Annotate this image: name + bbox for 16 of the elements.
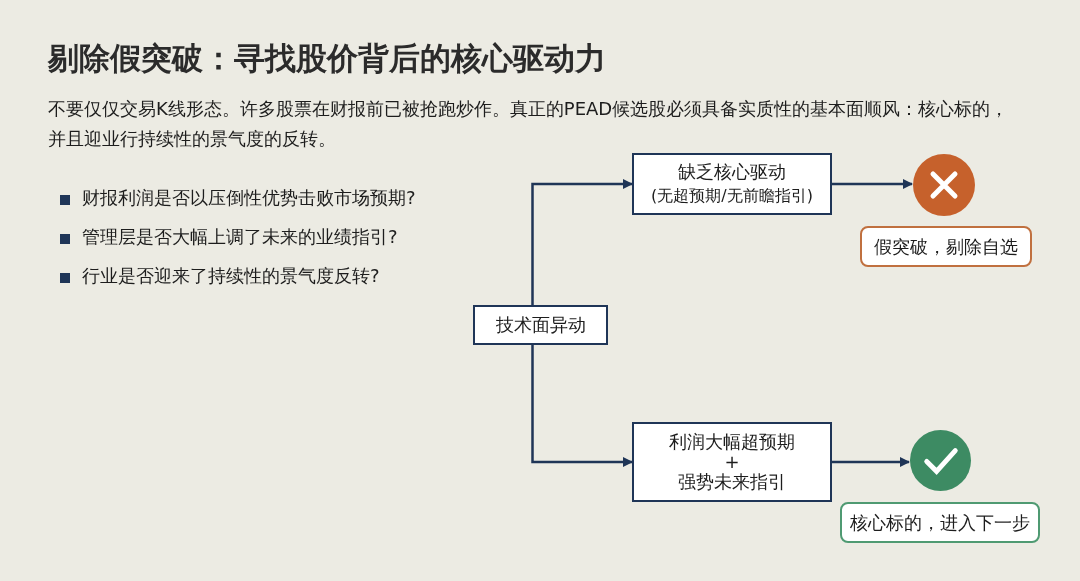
cross-icon [912, 153, 976, 217]
result-tag: 假突破，剔除自选 [860, 226, 1032, 267]
bullet-text: 管理层是否大幅上调了未来的业绩指引? [82, 225, 398, 249]
result-tag: 核心标的，进入下一步 [840, 502, 1040, 543]
arrow [832, 457, 910, 467]
arrow [531, 345, 633, 467]
arrow [531, 179, 633, 305]
intro-paragraph: 不要仅仅交易K线形态。许多股票在财报前已被抢跑炒作。真正的PEAD候选股必须具备实质性的基本面顺风：核心标的，并且迎业行持续性的景气度的反转。 [48, 97, 1010, 151]
check-icon [909, 429, 972, 492]
process-box: 利润大幅超预期 + 强势未来指引 [632, 422, 832, 502]
bullet-text: 财报利润是否以压倒性优势击败市场预期? [82, 186, 416, 210]
bullet-text: 行业是否迎来了持续性的景气度反转? [82, 264, 380, 288]
arrow [832, 179, 913, 189]
process-box: 缺乏核心驱动 (无超预期/无前瞻指引) [632, 153, 832, 215]
process-box: 技术面异动 [473, 305, 608, 345]
title: 剔除假突破：寻找股价背后的核心驱动力 [48, 39, 606, 78]
